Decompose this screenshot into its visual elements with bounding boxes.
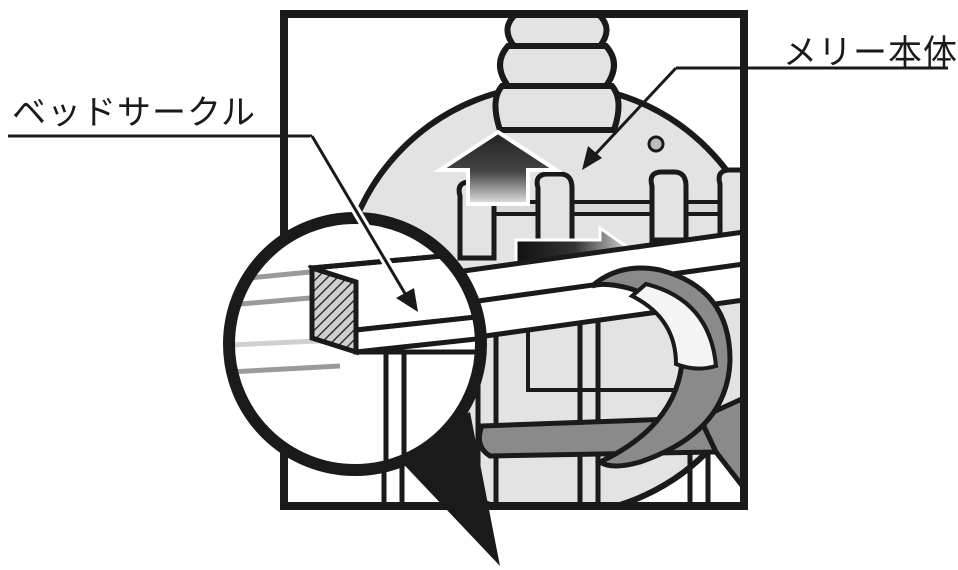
mobile-neck [495,14,618,130]
indicator-dot-icon [649,137,663,151]
bed-circle-label: ベッドサークル [12,96,256,130]
mobile-body-label: メリー本体 [783,36,958,70]
magnifier-lens [229,218,500,566]
